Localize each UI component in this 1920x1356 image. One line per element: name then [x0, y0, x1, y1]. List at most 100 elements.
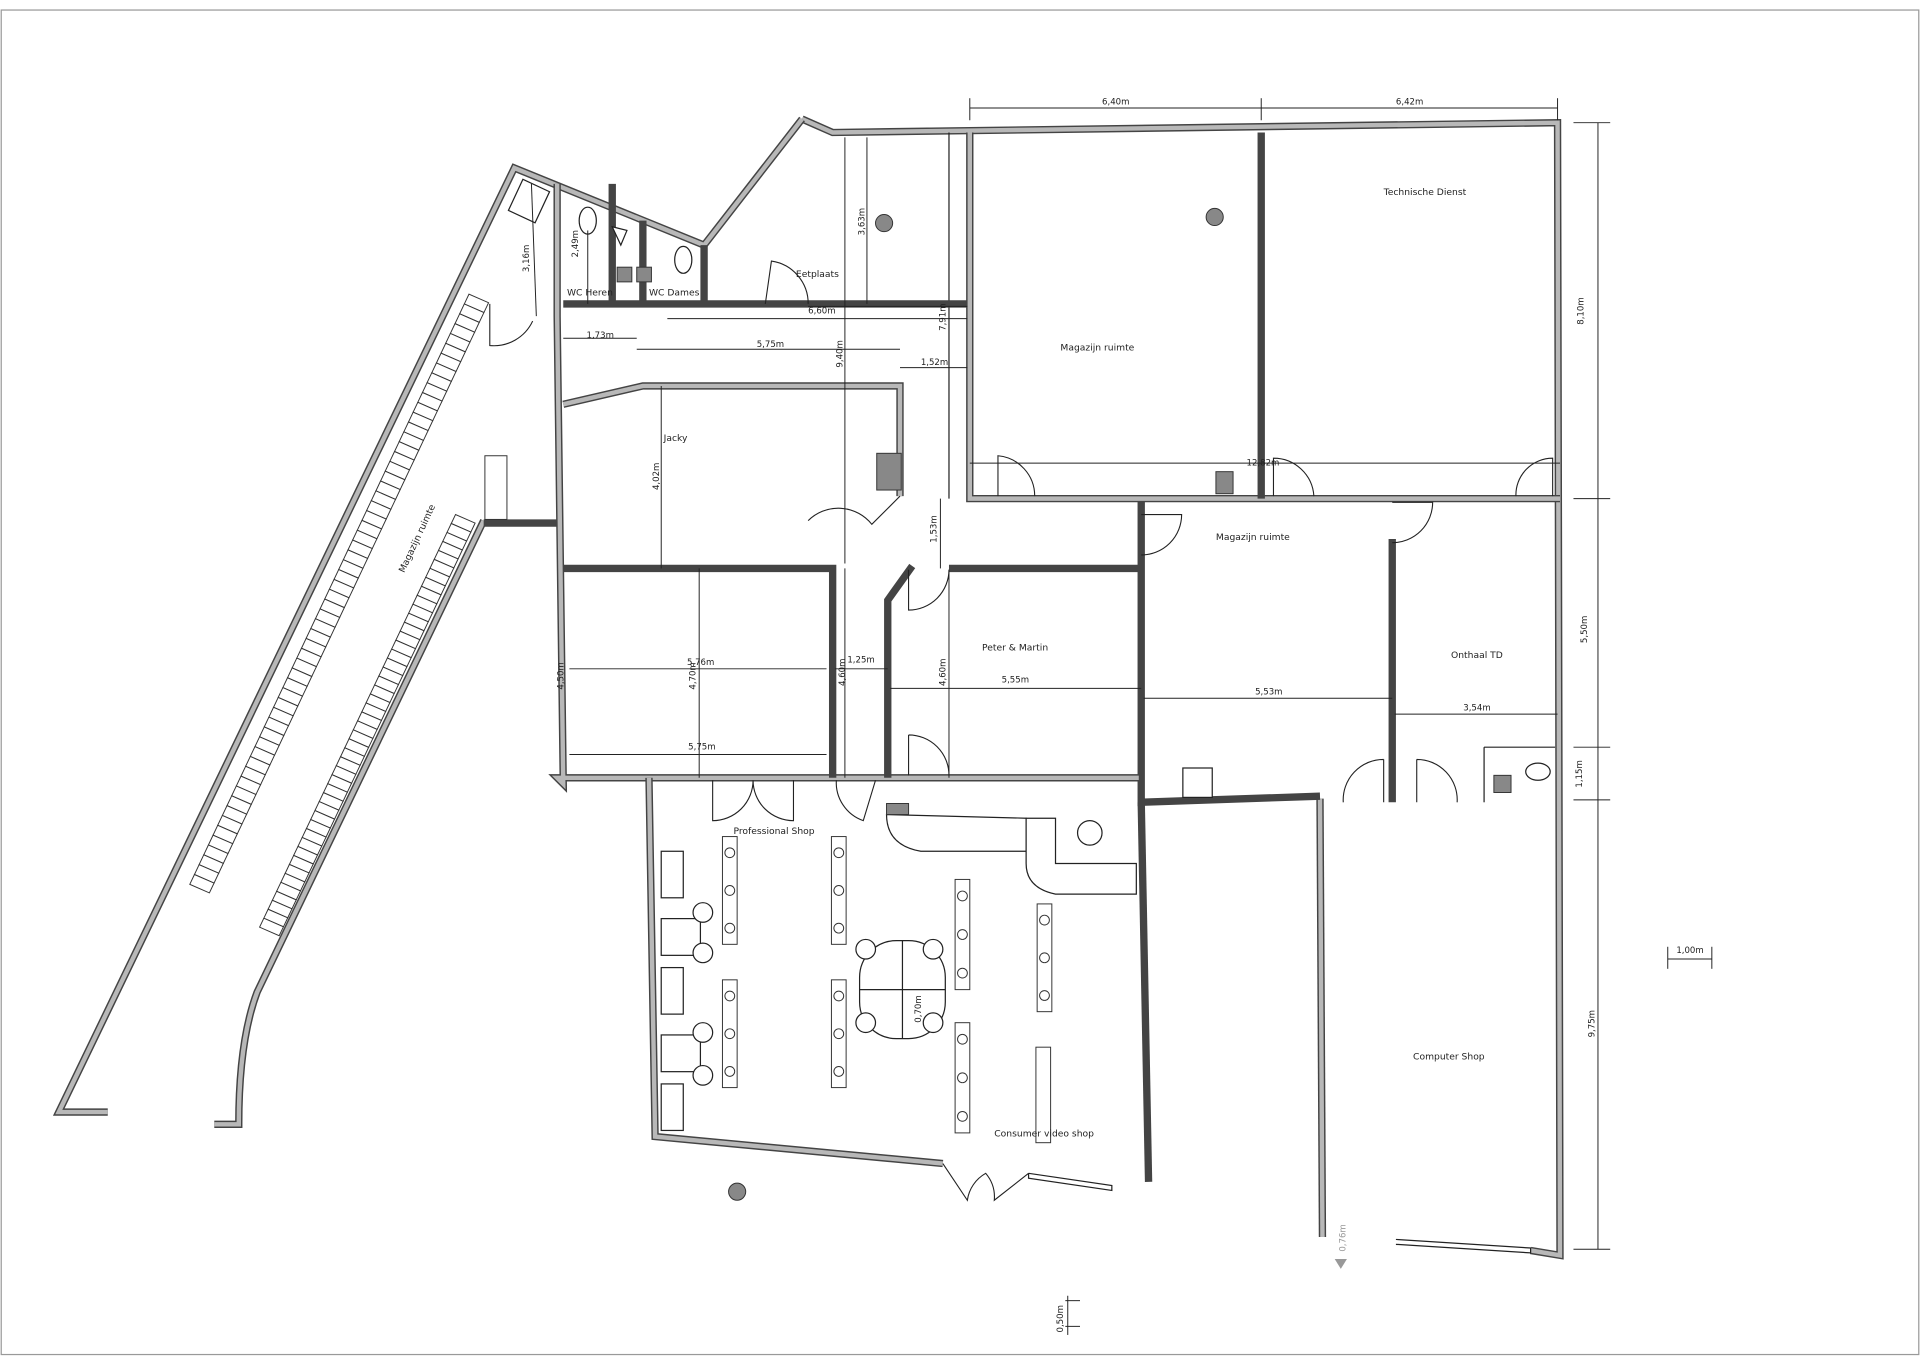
room-label-consumer-shop: Consumer video shop	[994, 1129, 1094, 1140]
dimension-labels: 6,40m 6,42m 8,10m 5,50m 1,15m 9,75m 3,63…	[522, 97, 1704, 1332]
dim-label: 0,70m	[914, 995, 924, 1022]
shelf-hook	[957, 967, 968, 979]
stools	[660, 850, 944, 1132]
toilet-icon	[1525, 762, 1551, 781]
doors	[489, 260, 1554, 1202]
counter-corner	[1025, 817, 1137, 895]
shelf-hook	[1039, 990, 1050, 1001]
dim-label: 5,75m	[688, 743, 715, 753]
shop-furniture	[858, 803, 1137, 1040]
shelf-hook	[1039, 952, 1050, 964]
shelf-hook	[833, 847, 845, 859]
dim-label: 3,54m	[1463, 703, 1490, 713]
room-label-onthaal-td: Onthaal TD	[1451, 650, 1503, 661]
wall-diag-top-in	[55, 117, 804, 1115]
dim-label: 6,60m	[808, 307, 835, 317]
wall-magazijn-left-in	[967, 132, 1560, 501]
wall-jacky-in	[562, 383, 903, 497]
wall-jacky-bottom	[563, 564, 837, 778]
dim-label: 5,53m	[1255, 688, 1282, 698]
cabinet-icon	[507, 178, 551, 224]
wall-shop-bottom	[1027, 1172, 1113, 1192]
column-icon	[875, 214, 894, 233]
urinal-icon	[611, 225, 628, 247]
rack-unit	[258, 917, 285, 937]
shelf-hook	[957, 1072, 968, 1084]
dim-label: 4,70m	[689, 662, 699, 689]
stool-icon	[922, 1012, 944, 1034]
door-swing-icon	[908, 569, 950, 611]
stool-icon	[692, 942, 714, 964]
wall-computer-left-in	[1317, 798, 1325, 1237]
north-arrow-icon	[1334, 1259, 1347, 1269]
room-label-magazijn-mid: Magazijn ruimte	[1216, 532, 1290, 543]
dim-label: 1,53m	[930, 515, 940, 542]
dimension-lines	[530, 98, 1713, 1335]
shelf-hook	[724, 1066, 736, 1077]
desk	[660, 850, 684, 899]
dim-label: 1,15m	[1575, 760, 1585, 787]
shelf-hook	[957, 890, 968, 902]
desk	[660, 1034, 702, 1073]
cabinet-icon	[1182, 767, 1213, 799]
dim-label: 4,02m	[652, 463, 662, 490]
room-label-technische-dienst: Technische Dienst	[1383, 187, 1467, 198]
stool-icon	[922, 938, 944, 960]
door-swing-icon	[489, 303, 534, 347]
toilet-icon	[674, 245, 693, 274]
dim-label: 4,60m	[838, 659, 848, 686]
dim-label: 4,60m	[938, 659, 948, 686]
shelf	[1036, 903, 1053, 1013]
shelf	[721, 836, 738, 945]
door-swing-icon	[1272, 457, 1315, 497]
stool-icon	[692, 1064, 714, 1086]
wall-wc-bottom-in	[551, 183, 1139, 790]
shelf-hook	[724, 885, 736, 896]
column-icon	[1215, 471, 1234, 495]
shelf-hook	[724, 1028, 736, 1040]
dim-label: 5,76m	[687, 658, 714, 668]
shelf-hook	[833, 885, 845, 896]
dim-label: 1,52m	[921, 358, 948, 368]
shelf	[721, 979, 738, 1089]
dim-label: 1,73m	[587, 331, 614, 341]
shelf-hook	[724, 922, 736, 934]
room-label-wc-heren: WC Heren	[567, 287, 613, 298]
room-label-magazijn-top: Magazijn ruimte	[1060, 342, 1134, 353]
dim-label: 3,16m	[522, 245, 532, 272]
wall-shop-left-in	[646, 777, 944, 1166]
wall-mid-lower2	[1137, 802, 1153, 1182]
wall-outer-top	[800, 115, 1564, 1260]
dim-label: 1,25m	[847, 656, 874, 666]
room-label-eetplaats: Eetplaats	[796, 269, 839, 280]
shelf	[830, 836, 847, 945]
door-swing-icon	[1515, 457, 1554, 497]
cash-register	[886, 803, 910, 816]
dim-label: 9,75m	[1587, 1010, 1597, 1037]
dim-label: 0,50m	[1056, 1305, 1066, 1332]
room-label-jacky: Jacky	[663, 433, 688, 444]
door-swing-icon	[908, 734, 950, 776]
door-swing-icon	[1141, 513, 1183, 556]
door-swing-icon	[997, 455, 1036, 497]
rack-shelving-icon	[189, 293, 490, 937]
shelf-hook	[833, 1028, 845, 1040]
door-swing-icon	[764, 260, 809, 304]
dim-label: 9,40m	[835, 340, 845, 367]
stair-icon	[484, 455, 508, 520]
wall-outer-top-in	[801, 117, 1563, 1258]
door-swing-icon	[1342, 758, 1385, 803]
shelf-hook	[833, 922, 845, 934]
shelf-hook	[957, 1033, 968, 1045]
wall-inner-diag-in	[214, 519, 486, 1127]
dim-label: 5,55m	[1002, 675, 1029, 685]
page-frame	[0, 9, 1920, 1356]
dim-label: 8,10m	[1576, 297, 1586, 324]
dim-label: 0,76m	[1339, 1224, 1349, 1251]
shelf-hook	[957, 929, 968, 940]
fixtures	[484, 178, 1551, 1201]
door-swing-icon	[712, 780, 795, 822]
shelf-hook	[724, 847, 736, 859]
dim-label: 7,91m	[938, 303, 948, 330]
